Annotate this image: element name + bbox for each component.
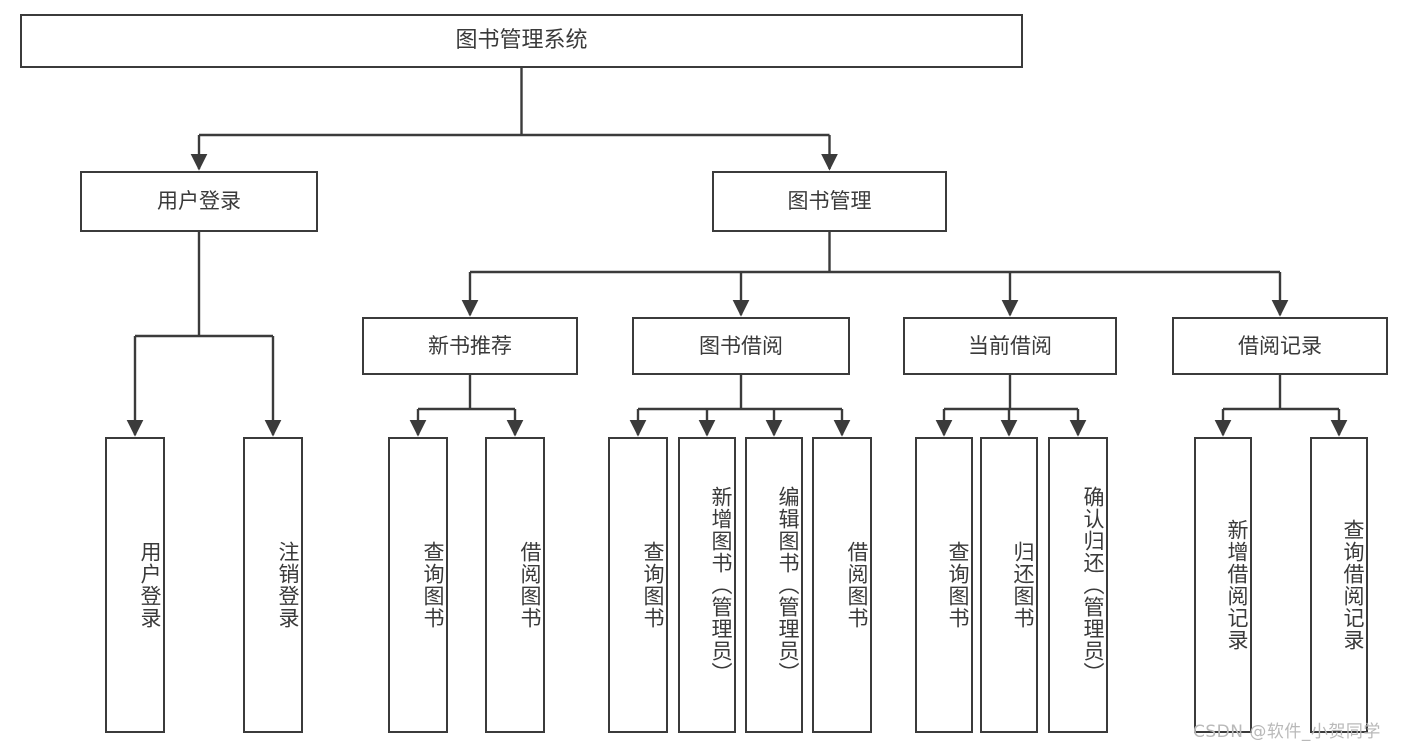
node-borrow-record[interactable]: 借阅记录 [1172,317,1388,375]
node-leaf-query-book-3-label: 查询图书 [946,541,970,629]
node-new-book-recommend-label: 新书推荐 [428,333,512,358]
node-borrow-record-label: 借阅记录 [1238,333,1322,358]
node-book-manage-label: 图书管理 [787,189,872,214]
node-leaf-confirm-return[interactable]: 确认归还（管理员） [1048,437,1108,733]
node-leaf-add-book-label: 新增图书（管理员） [709,486,733,684]
node-root[interactable]: 图书管理系统 [20,14,1023,68]
node-leaf-query-record[interactable]: 查询借阅记录 [1310,437,1368,733]
node-leaf-confirm-return-label: 确认归还（管理员） [1081,486,1105,684]
node-leaf-add-book[interactable]: 新增图书（管理员） [678,437,736,733]
node-root-label: 图书管理系统 [455,28,588,54]
node-leaf-query-book-2-label: 查询图书 [641,541,665,629]
node-leaf-user-login[interactable]: 用户登录 [105,437,165,733]
node-leaf-logout-label: 注销登录 [276,541,300,629]
node-leaf-edit-book[interactable]: 编辑图书（管理员） [745,437,803,733]
node-leaf-return-book[interactable]: 归还图书 [980,437,1038,733]
node-book-borrow-label: 图书借阅 [699,333,783,358]
node-current-borrow-label: 当前借阅 [968,333,1052,358]
node-leaf-query-book-2[interactable]: 查询图书 [608,437,668,733]
node-book-borrow[interactable]: 图书借阅 [632,317,850,375]
node-leaf-return-book-label: 归还图书 [1011,541,1035,629]
node-leaf-query-record-label: 查询借阅记录 [1341,519,1365,651]
node-new-book-recommend[interactable]: 新书推荐 [362,317,578,375]
node-leaf-borrow-book-1[interactable]: 借阅图书 [485,437,545,733]
node-leaf-borrow-book-2-label: 借阅图书 [845,541,869,629]
node-leaf-add-record[interactable]: 新增借阅记录 [1194,437,1252,733]
node-leaf-query-book-1-label: 查询图书 [421,541,445,629]
node-leaf-edit-book-label: 编辑图书（管理员） [776,486,800,684]
csdn-watermark: CSDN @软件_小贺同学 [1193,722,1381,742]
node-user-login[interactable]: 用户登录 [80,171,318,232]
node-leaf-query-book-3[interactable]: 查询图书 [915,437,973,733]
node-user-login-label: 用户登录 [157,189,241,214]
node-current-borrow[interactable]: 当前借阅 [903,317,1117,375]
node-leaf-borrow-book-1-label: 借阅图书 [518,541,542,629]
node-leaf-borrow-book-2[interactable]: 借阅图书 [812,437,872,733]
node-leaf-logout[interactable]: 注销登录 [243,437,303,733]
node-leaf-user-login-label: 用户登录 [138,541,162,629]
node-book-manage[interactable]: 图书管理 [712,171,947,232]
node-leaf-query-book-1[interactable]: 查询图书 [388,437,448,733]
node-leaf-add-record-label: 新增借阅记录 [1225,519,1249,651]
